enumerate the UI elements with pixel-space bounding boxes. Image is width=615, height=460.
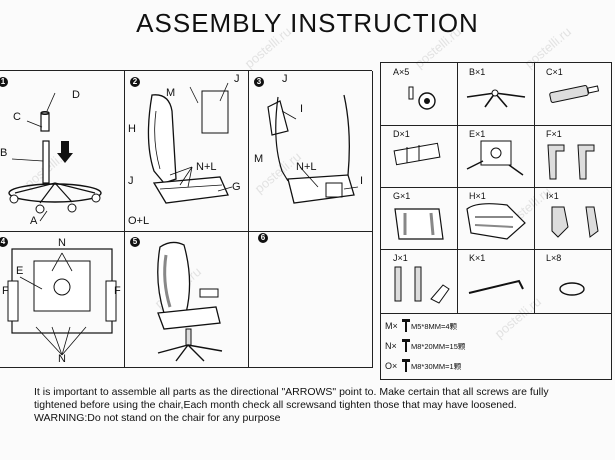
screw-list: M× M5*8MM=4颗 N× M8*20MM=15颗 O× M8*30MM=1…	[381, 313, 611, 379]
part-label-n-l: N+L	[296, 161, 317, 173]
screw-size: M8*20MM=15颗	[411, 342, 466, 351]
part-label: G×1	[393, 191, 411, 201]
step-4-panel: 4 E N F F N	[0, 231, 125, 368]
part-label-i: I	[300, 103, 304, 115]
screw-label: M×	[385, 321, 398, 331]
part-label: A×5	[393, 67, 410, 77]
part-label: F×1	[546, 129, 562, 139]
part-label-g: G	[232, 181, 241, 193]
caster-wheel-icon	[408, 86, 436, 110]
screw-size: M5*8MM=4颗	[411, 322, 458, 331]
cylinder-cover-icon	[393, 142, 441, 166]
step-2-panel: 2 M J H N+L J G O+L	[124, 71, 249, 232]
armrest-icon	[547, 144, 595, 180]
assembled-chair-illustration	[157, 241, 223, 362]
part-cell-b: B×1	[457, 63, 535, 126]
part-label-a: A	[30, 215, 38, 227]
part-label-b: B	[0, 147, 8, 159]
allen-key-icon	[468, 279, 524, 294]
part-cell-h: H×1	[457, 187, 535, 250]
tilt-mechanism-icon	[466, 140, 524, 176]
screw-icon	[402, 359, 410, 372]
screw-row-n: N× M8*20MM=15颗	[385, 339, 465, 352]
step-number: 1	[0, 77, 8, 87]
part-label-o-l: O+L	[128, 215, 150, 227]
screw-icon	[402, 339, 410, 352]
note-line: It is important to assemble all parts as…	[34, 386, 549, 398]
part-label-i: I	[360, 175, 364, 187]
step-number: 4	[0, 237, 8, 247]
part-label: C×1	[546, 67, 563, 77]
part-label: B×1	[469, 67, 486, 77]
backrest-icon	[466, 203, 526, 240]
parts-list: A×5 B×1 C×1 D×1 E×1	[380, 62, 612, 380]
mechanism-armrest-illustration	[7, 248, 117, 356]
part-cell-j: J×1	[381, 249, 458, 314]
screw-row-m: M× M5*8MM=4颗	[385, 319, 457, 332]
gas-cylinder-icon	[549, 85, 600, 103]
part-label: H×1	[469, 191, 486, 201]
side-cover-illustration	[267, 94, 359, 204]
part-cell-d: D×1	[381, 125, 458, 188]
part-label-n-l: N+L	[196, 161, 217, 173]
star-base-icon	[466, 89, 526, 108]
part-label-e: E	[16, 265, 24, 277]
screw-icon	[402, 319, 410, 332]
part-cell-k: K×1	[457, 249, 535, 314]
part-label-c: C	[13, 111, 21, 123]
part-cell-g: G×1	[381, 187, 458, 250]
part-cell-c: C×1	[534, 63, 611, 126]
part-cell-i: I×1	[534, 187, 611, 250]
screw-size: M8*30MM=1颗	[411, 362, 462, 371]
washer-icon	[559, 282, 585, 296]
assembly-steps: 1 A B C D 2	[0, 70, 373, 368]
screw-row-o: O× M8*30MM=1颗	[385, 359, 461, 372]
part-label-n: N	[58, 353, 66, 365]
seat-cushion-icon	[394, 208, 444, 240]
part-cell-f: F×1	[534, 125, 611, 188]
part-label: D×1	[393, 129, 410, 139]
part-label-f: F	[114, 285, 121, 297]
part-label: L×8	[546, 253, 562, 263]
step-5-panel: 5	[124, 231, 249, 368]
part-label-j: J	[282, 73, 288, 85]
part-label-h: H	[128, 123, 136, 135]
step-number: 2	[130, 77, 140, 87]
seat-backrest-illustration	[147, 82, 233, 204]
step-number: 6	[258, 233, 268, 243]
step-number: 3	[254, 77, 264, 87]
screw-label: N×	[385, 341, 397, 351]
part-label-j: J	[234, 73, 240, 85]
part-label: K×1	[469, 253, 486, 263]
part-label-n: N	[58, 237, 66, 249]
base-assembly-illustration	[8, 92, 102, 222]
part-label-m: M	[166, 87, 176, 99]
part-label-m: M	[254, 153, 264, 165]
step-6-panel: 6	[248, 231, 373, 368]
part-label-j: J	[128, 175, 134, 187]
part-label-d: D	[72, 89, 80, 101]
page-title: ASSEMBLY INSTRUCTION	[136, 8, 479, 38]
step-3-panel: 3 J I M N+L I	[248, 71, 373, 232]
instruction-notes: It is important to assemble all parts as…	[34, 386, 609, 425]
part-cell-a: A×5	[381, 63, 458, 126]
part-cell-l: L×8	[534, 249, 611, 314]
step-1-panel: 1 A B C D	[0, 71, 125, 232]
hinge-bracket-icon	[394, 266, 450, 304]
part-label-f: F	[2, 285, 9, 297]
side-cover-icon	[551, 206, 599, 238]
part-cell-e: E×1	[457, 125, 535, 188]
part-label: E×1	[469, 129, 486, 139]
screw-label: O×	[385, 361, 398, 371]
step-number: 5	[130, 237, 140, 247]
part-label: J×1	[393, 253, 408, 263]
warning-line: WARNING:Do not stand on the chair for an…	[34, 412, 281, 424]
part-label: I×1	[546, 191, 559, 201]
note-line: tightened before using the chair,Each mo…	[34, 399, 517, 411]
